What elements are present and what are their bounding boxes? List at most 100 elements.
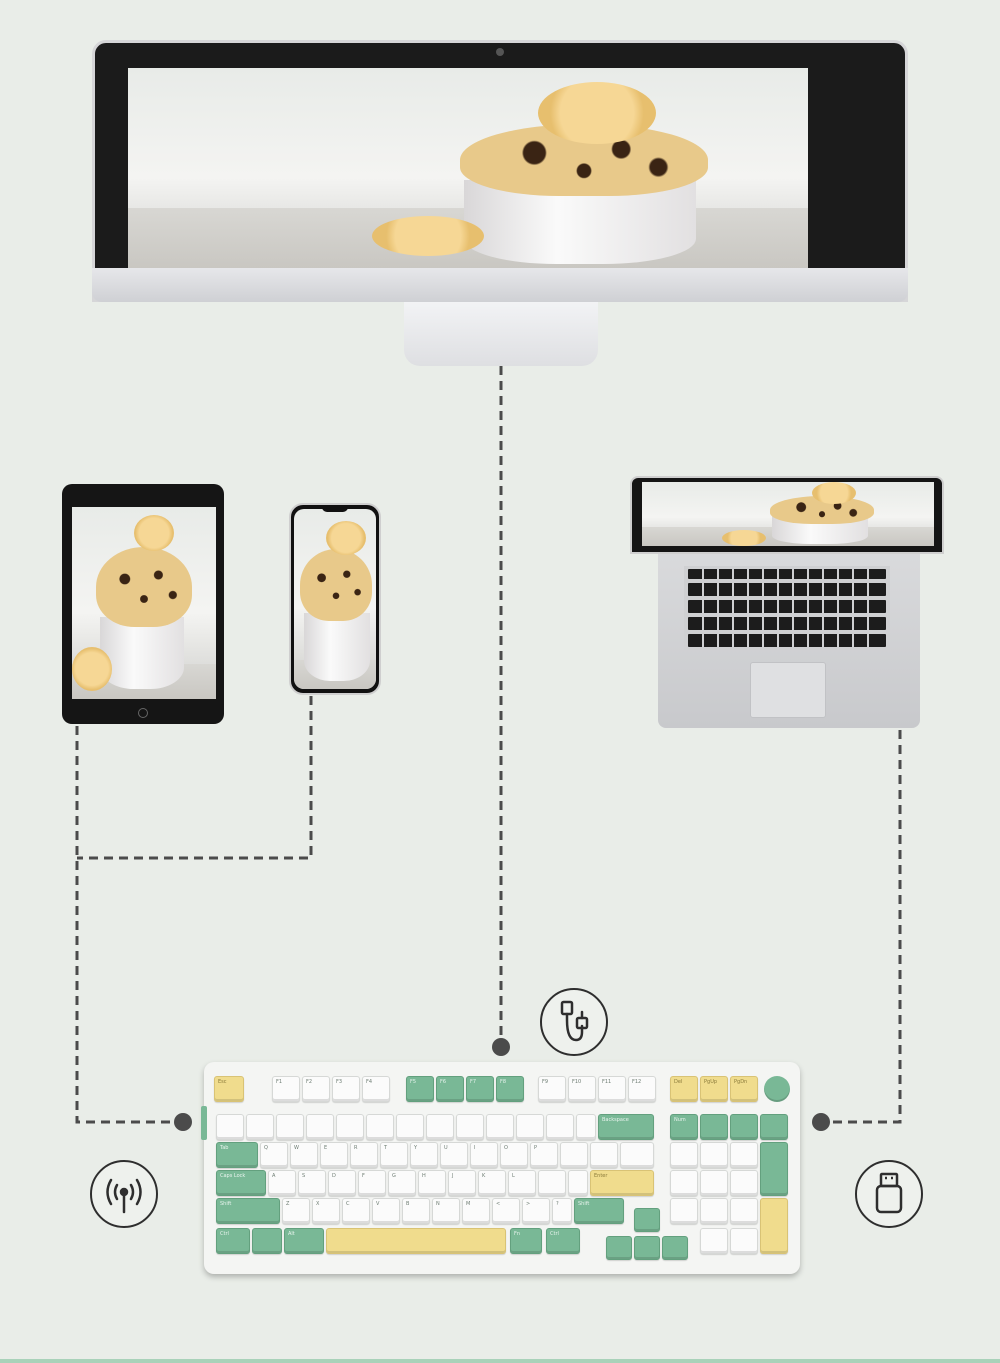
key-num-row[interactable] xyxy=(576,1114,596,1140)
key-letter[interactable]: I xyxy=(470,1142,498,1168)
key-semicolon[interactable] xyxy=(538,1170,566,1196)
key-letter[interactable]: M xyxy=(462,1198,490,1224)
key-arrow-left[interactable] xyxy=(606,1236,632,1260)
key-num-row[interactable] xyxy=(366,1114,394,1140)
key-f5[interactable]: F5 xyxy=(406,1076,434,1102)
key-num-row[interactable] xyxy=(216,1114,244,1140)
key-pgup[interactable]: PgUp xyxy=(700,1076,728,1102)
key-num-row[interactable] xyxy=(486,1114,514,1140)
key-ctrl-right[interactable]: Ctrl xyxy=(546,1228,580,1254)
key-letter[interactable]: F xyxy=(358,1170,386,1196)
key-arrow-right[interactable] xyxy=(662,1236,688,1260)
key-letter[interactable]: A xyxy=(268,1170,296,1196)
key-letter[interactable]: N xyxy=(432,1198,460,1224)
key-letter[interactable]: U xyxy=(440,1142,468,1168)
key-f4[interactable]: F4 xyxy=(362,1076,390,1102)
key-num-row[interactable] xyxy=(456,1114,484,1140)
key-numpad-enter[interactable] xyxy=(760,1198,788,1254)
monitor-screen xyxy=(128,68,808,268)
key-numpad[interactable] xyxy=(700,1170,728,1196)
key-numpad[interactable] xyxy=(700,1228,728,1254)
key-f2[interactable]: F2 xyxy=(302,1076,330,1102)
key-f8[interactable]: F8 xyxy=(496,1076,524,1102)
key-bracket[interactable] xyxy=(590,1142,618,1168)
key-f11[interactable]: F11 xyxy=(598,1076,626,1102)
key-letter[interactable]: < xyxy=(492,1198,520,1224)
key-letter[interactable]: T xyxy=(380,1142,408,1168)
key-letter[interactable]: P xyxy=(530,1142,558,1168)
key-letter[interactable]: L xyxy=(508,1170,536,1196)
key-numpad[interactable] xyxy=(670,1198,698,1224)
key-f6[interactable]: F6 xyxy=(436,1076,464,1102)
key-alt-left[interactable]: Alt xyxy=(284,1228,324,1254)
key-f9[interactable]: F9 xyxy=(538,1076,566,1102)
key-shift-right[interactable]: Shift xyxy=(574,1198,624,1224)
key-f12[interactable]: F12 xyxy=(628,1076,656,1102)
key-esc[interactable]: Esc xyxy=(214,1076,244,1102)
key-letter[interactable]: W xyxy=(290,1142,318,1168)
key-ctrl-left[interactable]: Ctrl xyxy=(216,1228,250,1254)
key-letter[interactable]: ? xyxy=(552,1198,572,1224)
key-arrow-down[interactable] xyxy=(634,1236,660,1260)
key-shift-left[interactable]: Shift xyxy=(216,1198,280,1224)
key-tab[interactable]: Tab xyxy=(216,1142,258,1168)
key-space[interactable] xyxy=(326,1228,506,1254)
key-letter[interactable]: R xyxy=(350,1142,378,1168)
key-numpad-minus[interactable] xyxy=(760,1114,788,1140)
key-letter[interactable]: K xyxy=(478,1170,506,1196)
key-numpad-multiply[interactable] xyxy=(730,1114,758,1140)
key-letter[interactable]: O xyxy=(500,1142,528,1168)
key-letter[interactable]: H xyxy=(418,1170,446,1196)
key-quote[interactable] xyxy=(568,1170,588,1196)
key-num-lock[interactable]: Num xyxy=(670,1114,698,1140)
key-pgdn[interactable]: PgDn xyxy=(730,1076,758,1102)
key-letter[interactable]: V xyxy=(372,1198,400,1224)
key-num-row[interactable] xyxy=(276,1114,304,1140)
key-bracket[interactable] xyxy=(560,1142,588,1168)
key-f1[interactable]: F1 xyxy=(272,1076,300,1102)
key-num-row[interactable] xyxy=(306,1114,334,1140)
key-numpad-divide[interactable] xyxy=(700,1114,728,1140)
key-numpad-plus[interactable] xyxy=(760,1142,788,1196)
key-numpad[interactable] xyxy=(670,1170,698,1196)
key-fn[interactable]: Fn xyxy=(510,1228,542,1254)
key-f10[interactable]: F10 xyxy=(568,1076,596,1102)
key-num-row[interactable] xyxy=(546,1114,574,1140)
key-letter[interactable]: > xyxy=(522,1198,550,1224)
key-num-row[interactable] xyxy=(336,1114,364,1140)
key-numpad[interactable] xyxy=(700,1142,728,1168)
key-arrow-up[interactable] xyxy=(634,1208,660,1232)
key-f3[interactable]: F3 xyxy=(332,1076,360,1102)
key-num-row[interactable] xyxy=(396,1114,424,1140)
key-win[interactable] xyxy=(252,1228,282,1254)
key-del[interactable]: Del xyxy=(670,1076,698,1102)
key-letter[interactable]: Y xyxy=(410,1142,438,1168)
key-num-row[interactable] xyxy=(246,1114,274,1140)
key-letter[interactable]: C xyxy=(342,1198,370,1224)
key-letter[interactable]: S xyxy=(298,1170,326,1196)
key-letter[interactable]: G xyxy=(388,1170,416,1196)
key-letter[interactable]: Z xyxy=(282,1198,310,1224)
key-numpad[interactable] xyxy=(670,1142,698,1168)
key-num-row[interactable] xyxy=(516,1114,544,1140)
key-numpad[interactable] xyxy=(730,1170,758,1196)
key-letter[interactable]: J xyxy=(448,1170,476,1196)
key-backspace[interactable]: Backspace xyxy=(598,1114,654,1140)
key-backslash[interactable] xyxy=(620,1142,654,1168)
key-numpad[interactable] xyxy=(700,1198,728,1224)
volume-knob[interactable] xyxy=(764,1076,790,1102)
key-numpad[interactable] xyxy=(730,1142,758,1168)
key-letter[interactable]: E xyxy=(320,1142,348,1168)
key-letter[interactable]: B xyxy=(402,1198,430,1224)
key-numpad[interactable] xyxy=(730,1198,758,1224)
key-caps-lock[interactable]: Caps Lock xyxy=(216,1170,266,1196)
key-enter[interactable]: Enter xyxy=(590,1170,654,1196)
key-letter[interactable]: X xyxy=(312,1198,340,1224)
key-numpad[interactable] xyxy=(730,1228,758,1254)
key-f7[interactable]: F7 xyxy=(466,1076,494,1102)
key-letter[interactable]: Q xyxy=(260,1142,288,1168)
key-letter[interactable]: D xyxy=(328,1170,356,1196)
key-num-row[interactable] xyxy=(426,1114,454,1140)
phone-notch xyxy=(322,506,348,512)
